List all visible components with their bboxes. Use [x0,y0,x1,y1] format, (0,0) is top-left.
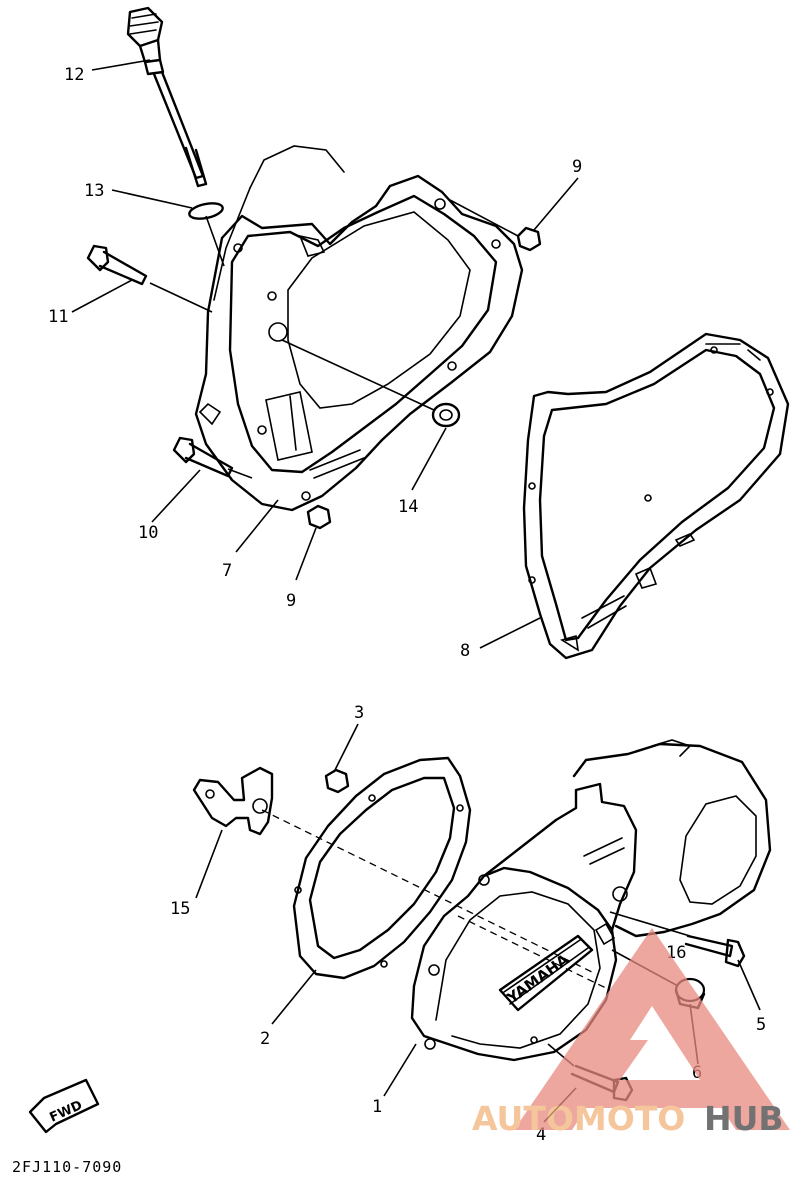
watermark-text-part2: HUB [704,1099,784,1138]
diagram-code: 2FJ110-7090 [12,1158,122,1176]
callout-7: 7 [222,561,232,581]
callout-2: 2 [260,1029,270,1049]
callout-11: 11 [48,307,68,327]
dowel-pin-upper [516,226,542,252]
bolt-5 [684,934,746,968]
dowel-pin-lower [306,504,332,530]
automotohub-watermark: AUTOMOTO HUB [472,928,790,1138]
callout-9-upper: 9 [572,157,582,177]
callout-4: 4 [536,1125,546,1145]
bolt-11 [86,244,148,286]
callout-5: 5 [756,1015,766,1035]
callout-1: 1 [372,1097,382,1117]
cover-logo: YAMAHA [503,950,573,1008]
callout-15: 15 [170,899,190,919]
watermark-text-part1: AUTOMOTO [472,1099,685,1138]
callout-13: 13 [84,181,104,201]
callout-8: 8 [460,641,470,661]
left-crankcase-cover: YAMAHA [410,739,772,1062]
callout-12: 12 [64,65,84,85]
callout-3: 3 [354,703,364,723]
oil-dipstick [126,6,208,188]
lower-gasket [292,756,472,980]
crankcase-cover [194,145,524,512]
forward-direction-arrow: FWD [28,1078,100,1134]
callout-10: 10 [138,523,158,543]
cover-gasket [522,332,790,660]
watermark-logo-icon [514,928,790,1130]
dowel-pin-3 [324,768,350,794]
cable-bracket [192,766,274,836]
oil-seal [431,402,461,428]
callout-14: 14 [398,497,418,517]
callout-9-lower: 9 [286,591,296,611]
bolt-10 [172,436,234,478]
